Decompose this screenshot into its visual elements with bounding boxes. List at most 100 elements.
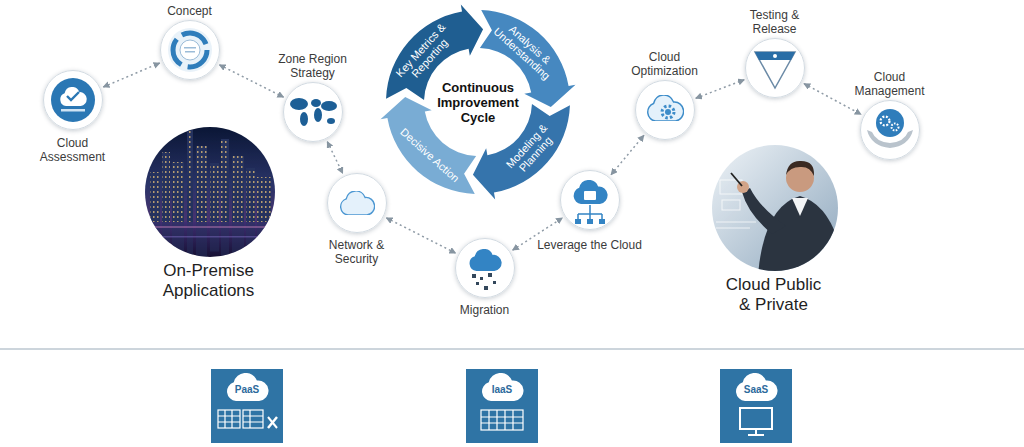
iaas-tile-art <box>481 410 523 430</box>
migration-icon <box>470 249 502 290</box>
management-icon <box>867 109 913 148</box>
service-tile: SaaS <box>720 369 792 443</box>
icon-circle: Testing & Release <box>745 38 805 98</box>
business-photo <box>716 222 756 228</box>
city-photo <box>196 146 207 222</box>
city-photo <box>246 168 255 222</box>
city-photo <box>232 156 244 222</box>
concept-icon <box>168 28 212 72</box>
leverage-icon <box>574 180 608 224</box>
city-photo <box>210 163 219 222</box>
management-icon <box>892 124 899 131</box>
management-icon <box>881 117 890 126</box>
world-map-icon <box>327 118 335 124</box>
testing-funnel-icon <box>773 54 777 58</box>
city-photo <box>246 168 255 222</box>
step-label: Cloud Assessment <box>28 136 118 164</box>
city-photo <box>150 130 271 222</box>
business-photo <box>712 145 846 275</box>
world-map-icon <box>321 101 337 111</box>
leverage-icon <box>599 219 605 224</box>
optimization-icon <box>648 95 684 121</box>
assessment-icon <box>67 92 79 100</box>
step-label: Leverage the Cloud <box>525 238 655 252</box>
cycle-center: Continuous Improvement Cycle <box>380 4 576 200</box>
cycle-title: Continuous Improvement Cycle <box>426 80 530 125</box>
label-box: On-Premise Applications <box>154 261 264 301</box>
saas-tile-art <box>740 408 772 429</box>
dotted-connector <box>611 135 644 174</box>
paas-tile-art <box>243 410 263 428</box>
city-photo <box>150 172 160 222</box>
optimization-icon <box>648 95 684 121</box>
step-label: Concept <box>145 4 235 18</box>
iaas-tile-art <box>481 410 523 430</box>
assessment-icon <box>51 78 95 122</box>
label-box: Network & Security <box>315 238 399 266</box>
migration-icon <box>493 281 496 284</box>
label-box: Migration <box>440 303 530 317</box>
paas-tile-art <box>243 410 263 428</box>
dotted-connector <box>804 84 861 115</box>
migration-icon <box>484 286 488 290</box>
city-photo <box>172 162 184 222</box>
paas-tile-art <box>218 410 240 428</box>
iaas-tile-art <box>466 369 538 443</box>
assessment-icon <box>51 78 95 122</box>
saas-tile-art <box>748 429 764 435</box>
city-photo <box>257 177 271 222</box>
migration-icon <box>488 273 492 277</box>
icon-circle: Leverage the Cloud <box>560 170 620 230</box>
concept-icon <box>173 33 207 67</box>
city-photo <box>221 139 229 222</box>
icon-circle: Migration <box>455 238 515 298</box>
divider-line <box>0 349 1024 350</box>
migration-icon <box>472 274 476 278</box>
service-tile: IaaS <box>466 369 538 443</box>
step-label: Migration <box>440 303 530 317</box>
city-photo <box>257 177 271 222</box>
saas-tile-art <box>720 369 792 443</box>
paas-tile-art <box>218 410 240 428</box>
icon-circle: Cloud Management <box>860 100 920 160</box>
paas-tile-art <box>218 410 263 428</box>
city-photo <box>162 152 170 222</box>
paas-tile-art <box>268 417 277 428</box>
leverage-icon <box>584 191 596 200</box>
step-label: Testing & Release <box>733 8 817 36</box>
city-photo <box>145 236 275 238</box>
label-box: Leverage the Cloud <box>525 238 655 252</box>
icon-circle: Cloud Optimization <box>635 80 695 140</box>
step-label: Cloud Management <box>845 70 935 98</box>
city-photo <box>162 152 170 222</box>
dotted-connector <box>696 80 744 98</box>
city-photo <box>150 172 160 222</box>
assessment-icon <box>60 87 86 106</box>
service-tile: PaaS <box>211 369 283 443</box>
paas-tile-art <box>211 369 283 443</box>
testing-funnel-icon <box>755 52 795 88</box>
city-photo <box>145 127 275 222</box>
leverage-icon <box>578 205 602 219</box>
network-cloud-icon <box>341 191 375 215</box>
network-cloud-icon <box>341 191 375 215</box>
leverage-icon <box>574 180 608 204</box>
dotted-connector <box>219 65 283 97</box>
step-label: Network & Security <box>315 238 399 266</box>
leverage-icon <box>575 219 581 224</box>
city-photo <box>187 130 193 222</box>
concept-icon <box>185 51 195 53</box>
assessment-icon <box>61 109 85 112</box>
concept-icon <box>184 47 196 49</box>
world-map-icon <box>290 98 337 126</box>
testing-funnel-icon <box>755 52 795 88</box>
dotted-connector <box>386 218 455 253</box>
city-photo <box>150 130 271 222</box>
world-map-icon <box>300 112 308 126</box>
city-photo <box>172 162 184 222</box>
icon-circle: Cloud Assessment <box>43 70 103 130</box>
world-map-icon <box>311 99 321 107</box>
